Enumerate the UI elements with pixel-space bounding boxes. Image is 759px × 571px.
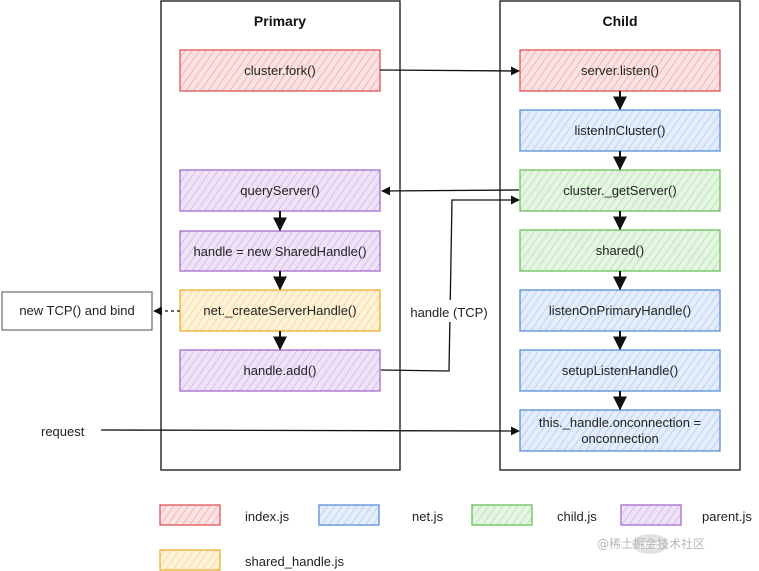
box-create-server-handle: net._createServerHandle()	[179, 289, 381, 332]
box-cluster-fork: cluster.fork()	[179, 49, 381, 92]
child-panel	[499, 0, 741, 471]
box-new-shared-handle: handle = new SharedHandle()	[179, 230, 381, 272]
svg-text:php: php	[638, 540, 660, 551]
arrow-fork-to-listen	[379, 66, 520, 76]
svg-text:parent.js: parent.js	[702, 509, 752, 524]
svg-text:listenOnPrimaryHandle(): listenOnPrimaryHandle()	[549, 303, 691, 318]
svg-text:new TCP() and bind: new TCP() and bind	[19, 303, 134, 318]
arrow-handle-add-to-getserver	[380, 195, 520, 372]
svg-text:handle = new SharedHandle(): handle = new SharedHandle()	[193, 244, 366, 259]
arrow-getserver-to-query	[381, 186, 520, 196]
box-new-tcp-bind: new TCP() and bind	[1, 291, 153, 331]
child-panel-title: Child	[603, 13, 638, 29]
svg-text:listenInCluster(): listenInCluster()	[574, 123, 665, 138]
svg-text:cluster.fork(): cluster.fork()	[244, 63, 316, 78]
svg-text:net.js: net.js	[412, 509, 444, 524]
watermark-text: @稀土掘金技术社区	[597, 536, 705, 551]
svg-text:shared(): shared()	[596, 243, 644, 258]
legend-net-js: net.js	[318, 504, 444, 526]
box-cluster-get-server: cluster._getServer()	[519, 169, 721, 212]
legend-index-js: index.js	[159, 504, 290, 526]
legend-parent-js: parent.js	[620, 504, 752, 526]
svg-text:child.js: child.js	[557, 509, 597, 524]
box-shared: shared()	[519, 229, 721, 272]
svg-text:server.listen(): server.listen()	[581, 63, 659, 78]
legend-shared-handle-js: shared_handle.js	[159, 549, 345, 571]
svg-text:setupListenHandle(): setupListenHandle()	[562, 363, 678, 378]
svg-text:onconnection: onconnection	[581, 431, 658, 446]
primary-panel	[160, 0, 401, 471]
box-handle-add: handle.add()	[179, 349, 381, 392]
box-server-listen: server.listen()	[519, 49, 721, 92]
box-listen-in-cluster: listenInCluster()	[519, 109, 721, 152]
svg-text:net._createServerHandle(): net._createServerHandle()	[203, 303, 356, 318]
svg-text:handle.add(): handle.add()	[244, 363, 317, 378]
php-watermark-logo: php	[632, 534, 668, 554]
box-setup-listen-handle: setupListenHandle()	[519, 349, 721, 392]
label-request: request	[41, 424, 85, 439]
arrow-request-to-onconnection	[100, 426, 520, 436]
box-query-server: queryServer()	[179, 169, 381, 212]
svg-text:cluster._getServer(): cluster._getServer()	[563, 183, 676, 198]
svg-text:this._handle.onconnection =: this._handle.onconnection =	[539, 415, 701, 430]
svg-text:index.js: index.js	[245, 509, 290, 524]
svg-text:queryServer(): queryServer()	[240, 183, 319, 198]
box-listen-on-primary-handle: listenOnPrimaryHandle()	[519, 289, 721, 332]
legend-child-js: child.js	[471, 504, 597, 526]
svg-text:shared_handle.js: shared_handle.js	[245, 554, 345, 569]
primary-panel-title: Primary	[254, 13, 306, 29]
box-onconnection: this._handle.onconnection = onconnection	[519, 409, 721, 452]
label-handle-tcp: handle (TCP)	[410, 305, 487, 320]
